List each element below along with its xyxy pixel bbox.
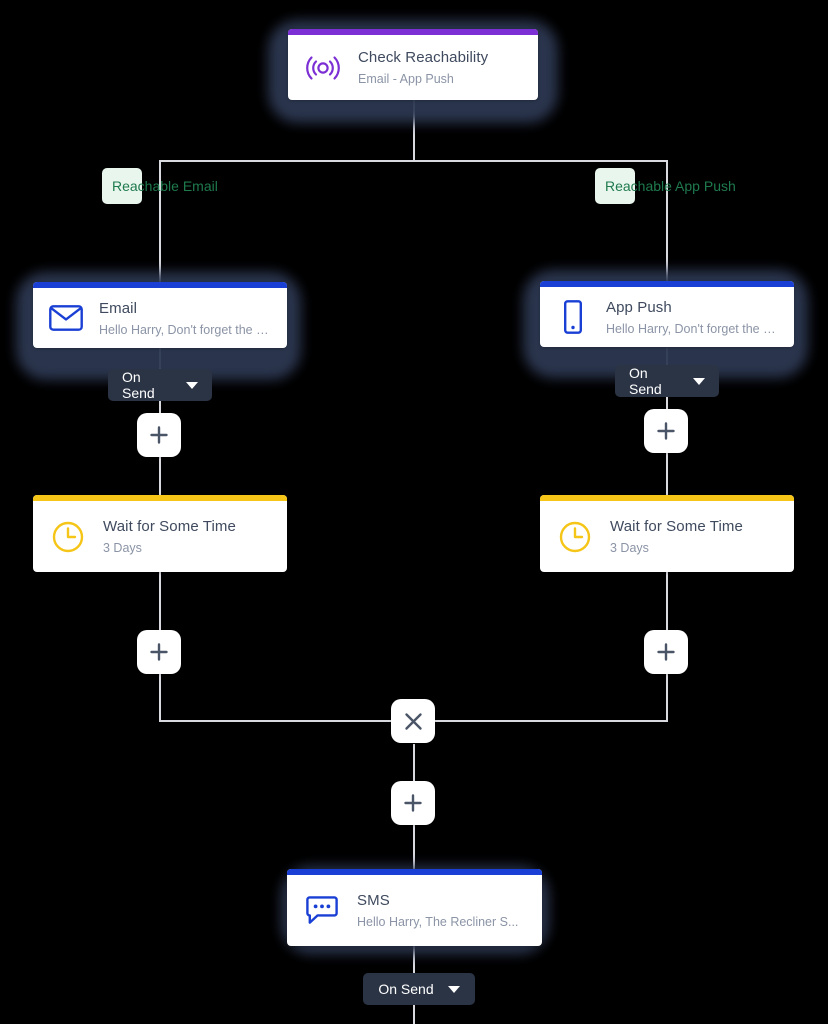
- node-title: App Push: [606, 298, 672, 316]
- chat-bubble-icon: [303, 892, 341, 930]
- node-subtitle: Email - App Push: [358, 72, 454, 86]
- node-accent-bar: [287, 869, 542, 875]
- node-subtitle: Hello Harry, Don't forget the Recliner..…: [99, 322, 273, 337]
- add-node-button-wait-right[interactable]: [644, 630, 688, 674]
- email-trigger-label: On Send: [122, 369, 155, 401]
- connector-branch-bar: [160, 160, 668, 162]
- node-title: Check Reachability: [358, 49, 489, 66]
- merge-node-button[interactable]: [391, 699, 435, 743]
- connector-add-to-sms: [413, 825, 415, 869]
- connector-branch-right: [666, 160, 668, 282]
- add-node-button-email-branch[interactable]: [137, 413, 181, 457]
- node-email[interactable]: Email Hello Harry, Don't forget the Recl…: [33, 282, 287, 348]
- email-trigger-dropdown[interactable]: On Send: [108, 369, 212, 401]
- node-accent-bar: [540, 495, 794, 501]
- node-accent-bar: [33, 495, 287, 501]
- node-title: SMS: [357, 892, 390, 909]
- node-wait-right[interactable]: Wait for Some Time 3 Days: [540, 495, 794, 572]
- sms-trigger-dropdown[interactable]: On Send: [363, 973, 475, 1005]
- node-app-push[interactable]: App Push Hello Harry, Don't forget the R…: [540, 281, 794, 347]
- node-accent-bar: [288, 29, 538, 35]
- chevron-down-icon: [447, 985, 460, 993]
- node-title: Wait for Some Time: [610, 518, 743, 535]
- add-node-button-after-merge[interactable]: [391, 781, 435, 825]
- connector-sms-trigger-to-bottom: [413, 1004, 415, 1024]
- chevron-down-icon: [693, 377, 705, 385]
- connector-email-add-to-wait: [159, 457, 161, 495]
- branch-label-reachable-email[interactable]: [102, 168, 142, 204]
- branch-label-reachable-app-push[interactable]: [595, 168, 635, 204]
- envelope-icon: [47, 299, 85, 337]
- connector-wait-left-to-add: [159, 572, 161, 630]
- connector-add-left-to-merge: [159, 674, 161, 722]
- connector-sms-to-trigger: [413, 946, 415, 974]
- node-subtitle: 3 Days: [103, 541, 142, 555]
- app-push-trigger-dropdown[interactable]: On Send: [615, 365, 719, 397]
- node-accent-bar: [33, 282, 287, 288]
- clock-icon: [556, 518, 594, 556]
- sms-trigger-label: On Send: [378, 981, 434, 997]
- node-subtitle: 3 Days: [610, 541, 649, 555]
- mobile-icon: [554, 298, 592, 336]
- node-accent-bar: [540, 281, 794, 287]
- node-title: Email: [99, 299, 138, 317]
- connector-apppush-trigger-to-add: [666, 392, 668, 409]
- node-title: Wait for Some Time: [103, 518, 236, 535]
- chevron-down-icon: [186, 381, 198, 389]
- connector-email-trigger-to-add: [159, 396, 161, 413]
- connector-branch-left: [159, 160, 161, 282]
- connector-apppush-add-to-wait: [666, 453, 668, 495]
- connector-merge-to-add: [413, 744, 415, 782]
- clock-icon: [49, 518, 87, 556]
- app-push-trigger-label: On Send: [629, 365, 662, 397]
- node-subtitle: Hello Harry, Don't forget the Recliner..…: [606, 321, 780, 336]
- add-node-button-app-push-branch[interactable]: [644, 409, 688, 453]
- connector-trunk-top: [413, 100, 415, 162]
- connector-add-right-to-merge: [666, 674, 668, 722]
- broadcast-icon: [304, 49, 342, 87]
- connector-wait-right-to-add: [666, 572, 668, 630]
- node-check-reachability[interactable]: Check Reachability Email - App Push: [288, 29, 538, 100]
- node-wait-left[interactable]: Wait for Some Time 3 Days: [33, 495, 287, 572]
- add-node-button-wait-left[interactable]: [137, 630, 181, 674]
- node-sms[interactable]: SMS Hello Harry, The Recliner S...: [287, 869, 542, 946]
- node-subtitle: Hello Harry, The Recliner S...: [357, 915, 519, 929]
